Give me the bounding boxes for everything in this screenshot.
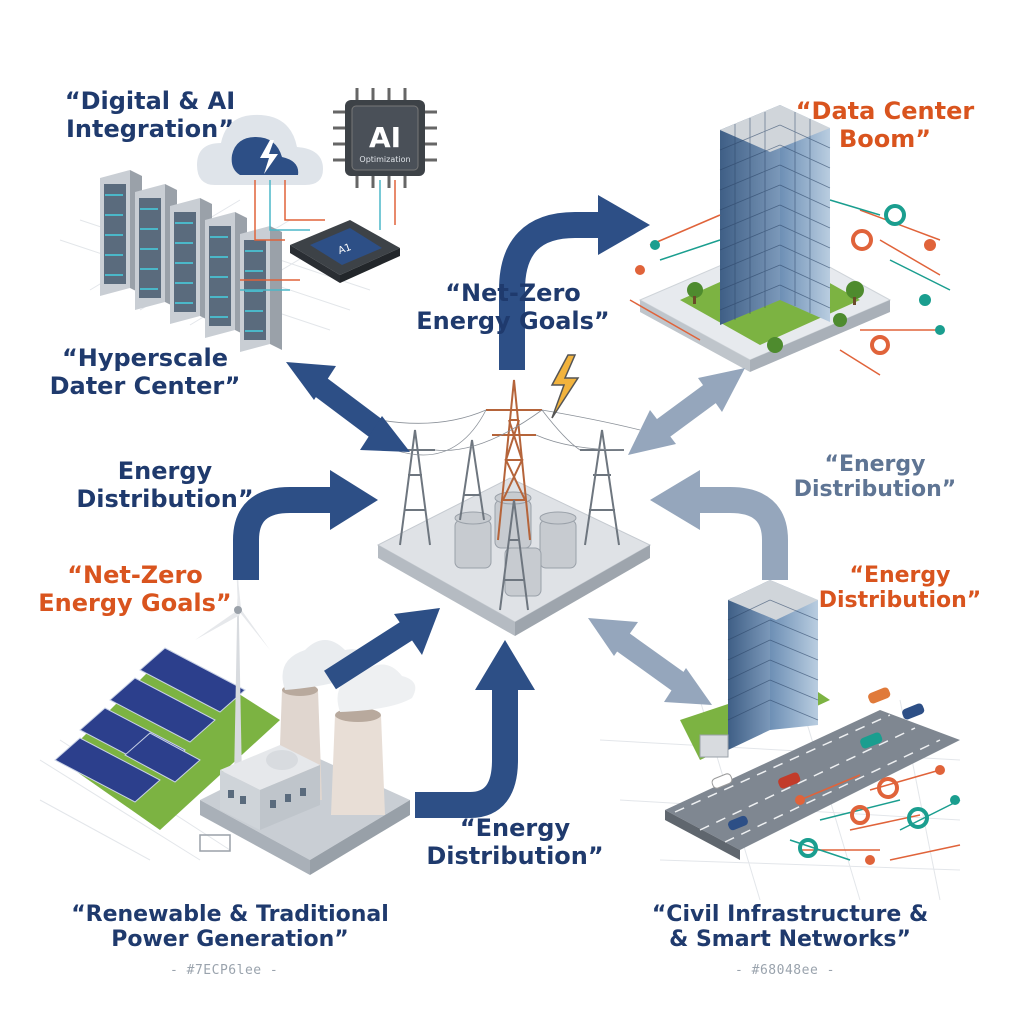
label-line: Energy: [117, 457, 213, 485]
label-line: “Net-Zero: [445, 279, 581, 307]
label-line: Distribution”: [818, 588, 982, 614]
label-data-center-boom: “Data Center Boom”: [790, 97, 980, 153]
label-line: Distribution”: [76, 484, 254, 513]
label-line: Distribution”: [426, 841, 604, 870]
civil-infrastructure-city: [665, 580, 960, 860]
solar-panel-field: [54, 647, 280, 830]
label-hyperscale-data-center: “Hyperscale Dater Center”: [30, 344, 260, 400]
label-line: “Net-Zero: [67, 561, 203, 589]
smart-network-nodes-bottom: [789, 765, 961, 865]
transmission-towers: [379, 379, 641, 611]
label-civil-infrastructure: “Civil Infrastructure & & Smart Networks…: [610, 902, 970, 953]
label-line: Energy Goals”: [416, 306, 610, 335]
color-code-right: - #68048ee -: [735, 963, 835, 978]
data-center-tower: [638, 105, 892, 372]
label-net-zero-left: “Net-Zero Energy Goals”: [30, 561, 240, 617]
label-line: Energy Goals”: [38, 588, 232, 617]
flow-arrows: [233, 195, 788, 818]
smart-network-nodes-top: [629, 199, 951, 376]
label-energy-distribution-bottom: “Energy Distribution”: [410, 814, 620, 870]
circuit-wires: [240, 180, 396, 291]
label-line: “Civil Infrastructure &: [651, 902, 929, 927]
svg-text:A1: A1: [337, 242, 353, 257]
label-line: “Data Center: [795, 97, 975, 125]
color-code-left: - #7ECP6lee -: [170, 963, 279, 978]
label-line: “Energy: [824, 452, 926, 477]
label-line: “Renewable & Traditional: [71, 902, 389, 927]
label-renewable-traditional-power: “Renewable & Traditional Power Generatio…: [40, 902, 420, 953]
label-line: & Smart Networks”: [669, 927, 911, 953]
label-line: Distribution”: [793, 477, 957, 503]
label-line: Power Generation”: [111, 927, 349, 953]
label-digital-ai-integration: “Digital & AI Integration”: [30, 87, 270, 143]
lightning-bolt-icon: [550, 354, 580, 419]
ai-chip-icon: AI Optimization: [333, 88, 437, 188]
cloud-icon: [197, 114, 323, 185]
label-line: Integration”: [65, 114, 235, 143]
cars: [711, 687, 925, 831]
label-line: Dater Center”: [49, 371, 241, 400]
wind-turbine: [195, 560, 270, 780]
label-line: “Digital & AI: [64, 87, 236, 115]
ai-chip-sublabel: Optimization: [359, 155, 410, 164]
label-energy-distribution-right: “Energy Distribution”: [770, 452, 980, 503]
central-substation: [376, 477, 652, 636]
label-line: “Energy: [849, 563, 951, 588]
ai-chip-label: AI: [369, 121, 401, 154]
label-line: Boom”: [838, 124, 932, 153]
label-energy-distribution-left: Energy Distribution”: [70, 457, 260, 513]
power-plant: [199, 640, 416, 875]
label-line: “Hyperscale: [61, 344, 228, 372]
processor-chip-icon: A1: [290, 220, 400, 283]
label-energy-distribution-orange: “Energy Distribution”: [800, 563, 1000, 614]
label-line: “Energy: [459, 814, 571, 842]
label-net-zero-top: “Net-Zero Energy Goals”: [408, 279, 618, 335]
